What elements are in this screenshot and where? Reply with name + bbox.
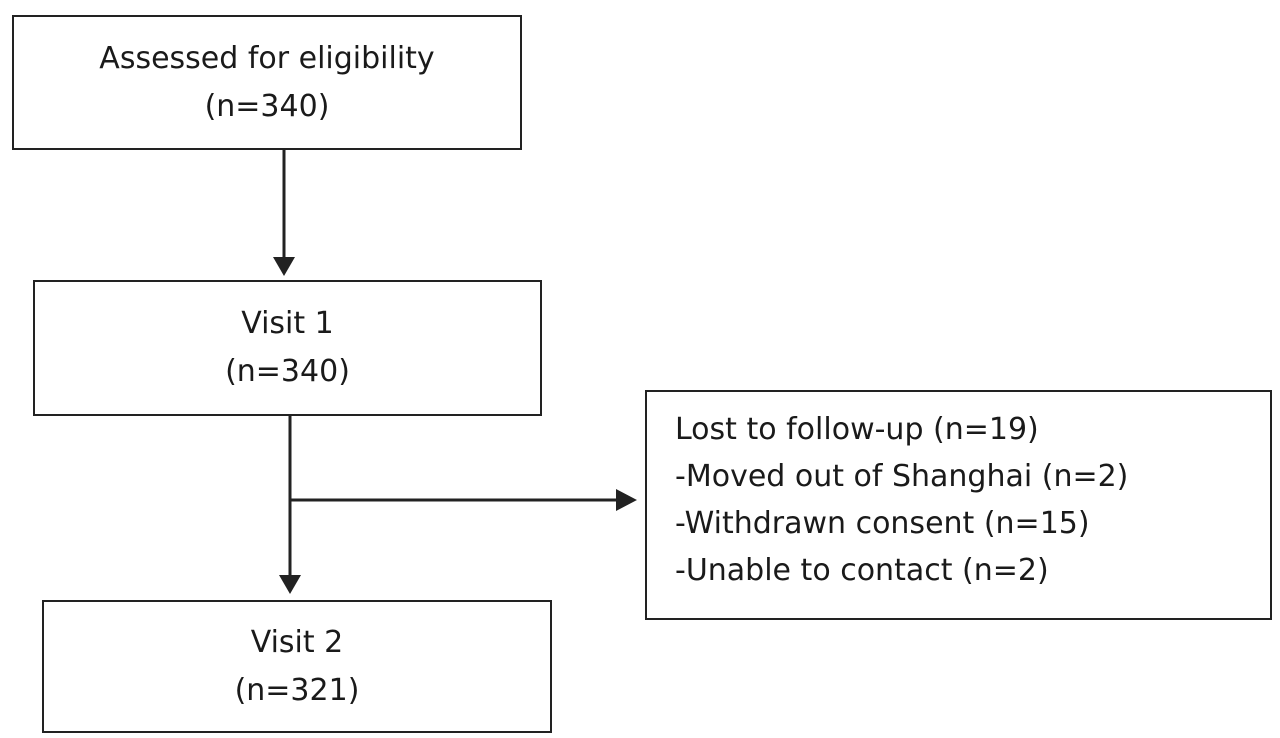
visit2-box: Visit 2 (n=321): [42, 600, 552, 733]
visit1-count: (n=340): [225, 354, 350, 389]
eligibility-title: Assessed for eligibility: [99, 40, 435, 76]
eligibility-box: Assessed for eligibility (n=340): [12, 15, 522, 150]
visit1-box: Visit 1 (n=340): [33, 280, 542, 416]
arrowhead-eligibility-to-visit1: [273, 257, 295, 276]
lost-to-follow-up-box: Lost to follow-up (n=19) -Moved out of S…: [645, 390, 1272, 620]
lost-reason-item: -Unable to contact (n=2): [675, 553, 1049, 588]
lost-reason-item: -Moved out of Shanghai (n=2): [675, 459, 1129, 494]
visit2-title: Visit 2: [250, 624, 344, 660]
eligibility-count: (n=340): [204, 88, 330, 124]
lost-title: Lost to follow-up (n=19): [675, 412, 1039, 447]
arrowhead-branch-to-lost: [616, 489, 637, 511]
lost-reason-item: -Withdrawn consent (n=15): [675, 506, 1090, 541]
arrowhead-visit1-to-visit2: [279, 575, 301, 594]
visit2-count: (n=321): [234, 672, 360, 708]
visit1-title: Visit 1: [241, 306, 334, 341]
